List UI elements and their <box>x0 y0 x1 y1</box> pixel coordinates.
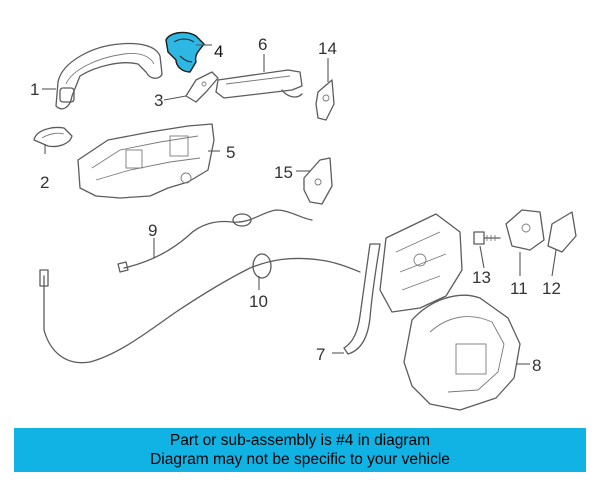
part-15-clip[interactable] <box>303 157 333 205</box>
part-9-cable[interactable] <box>117 209 313 273</box>
part-11-striker[interactable] <box>505 209 545 251</box>
callout-12: 12 <box>542 279 561 298</box>
part-4-highlighted[interactable] <box>165 31 205 73</box>
banner-line-1: Part or sub-assembly is #4 in diagram <box>169 432 431 449</box>
leader-lines <box>42 44 557 365</box>
part-14-clip[interactable] <box>315 79 335 121</box>
callout-14: 14 <box>318 39 337 58</box>
callout-6: 6 <box>258 35 267 54</box>
callout-3: 3 <box>154 91 163 110</box>
callout-15: 15 <box>274 163 293 182</box>
callout-5: 5 <box>226 143 235 162</box>
callout-9: 9 <box>148 221 157 240</box>
callout-1: 1 <box>30 80 39 99</box>
banner-line-2: Diagram may not be specific to your vehi… <box>150 451 450 468</box>
callout-4: 4 <box>214 42 223 61</box>
part-5-carrier[interactable] <box>77 123 215 199</box>
part-3-bracket[interactable] <box>185 71 219 103</box>
part-7-latch[interactable] <box>343 213 463 355</box>
callout-8: 8 <box>532 356 541 375</box>
callout-2: 2 <box>40 173 49 192</box>
part-10-cable[interactable] <box>39 253 361 364</box>
parts-diagram: 1 2 3 4 5 6 7 8 9 10 11 12 13 14 15 <box>30 31 577 411</box>
callout-11: 11 <box>510 279 528 298</box>
part-2-bezel[interactable] <box>33 126 73 148</box>
callout-10: 10 <box>249 292 268 311</box>
part-8-cover[interactable] <box>403 294 521 411</box>
part-12-plate[interactable] <box>547 211 577 253</box>
part-1-outside-handle[interactable] <box>55 42 163 110</box>
callout-13: 13 <box>472 268 491 287</box>
callout-7: 7 <box>316 345 325 364</box>
info-banner: Part or sub-assembly is #4 in diagram Di… <box>14 428 586 472</box>
part-13-screw[interactable] <box>473 231 501 245</box>
part-6-actuator[interactable] <box>215 69 303 99</box>
